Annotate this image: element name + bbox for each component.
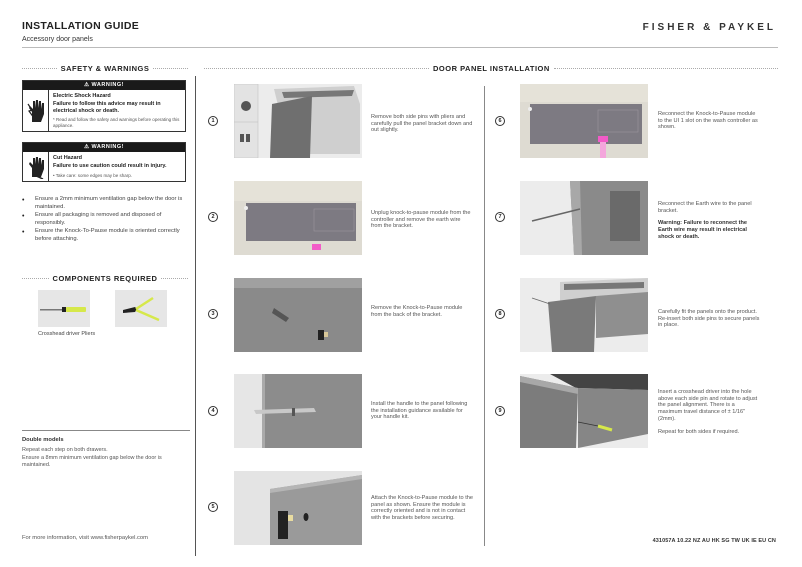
divider [22,430,190,431]
step-1-text: Remove both side pins with pliers and ca… [371,114,473,134]
list-item: Ensure all packaging is removed and disp… [22,212,188,228]
step-number: 9 [495,406,505,416]
warning-electric-shock: ⚠ WARNING! Electric Shock Hazard Failure… [22,80,186,133]
components-heading: COMPONENTS REQUIRED [22,274,188,283]
safety-bullet-list: Ensure a 2mm minimum ventilation gap bel… [22,196,188,244]
list-item: Ensure a 2mm minimum ventilation gap bel… [22,196,188,212]
brand-logo: FISHER & PAYKEL [642,22,776,33]
step-3-text: Remove the Knock-to-Pause module from th… [371,305,463,318]
step-7-text: Reconnect the Earth wire to the panel br… [658,201,760,241]
step-number: 3 [208,309,218,319]
step-6-image [520,84,648,158]
step-8-image [520,278,648,352]
step-9-text: Insert a crosshead driver into the hole … [658,389,760,435]
divider-dots [153,68,189,69]
step-4-text: Install the handle to the panel followin… [371,401,468,421]
safety-heading: SAFETY & WARNINGS [22,64,189,73]
step-9-extra: Repeat for both sides if required. [658,428,740,435]
divider-dots [161,278,188,279]
divider-dots [204,68,429,69]
step-number: 4 [208,406,218,416]
step-2-text: Unplug knock-to-pause module from the co… [371,210,471,230]
step-number: 7 [495,212,505,222]
installation-heading: DOOR PANEL INSTALLATION [204,64,778,73]
step-2-image [234,181,362,255]
warning-bar: ⚠ WARNING! [23,143,185,152]
column-divider [195,76,196,556]
step-5-image [234,471,362,545]
step-7-image [520,181,648,255]
step-4-image [234,374,362,448]
list-item: Ensure the Knock-To-Pause module is orie… [22,228,188,244]
step-7-warning: Warning: Failure to reconnect the Earth … [658,220,747,240]
step-5-text: Attach the Knock-to-Pause module to the … [371,495,473,522]
double-models-line: Ensure a 8mm minimum ventilation gap bel… [22,455,162,468]
step-3-image [234,278,362,352]
warning-cut-hazard: ⚠ WARNING! Cut Hazard Failure to use cau… [22,142,186,183]
footer-info: For more information, visit www.fisherpa… [22,535,148,541]
electric-shock-hand-icon [23,90,49,132]
divider-dots [22,68,57,69]
step-number: 8 [495,309,505,319]
double-models-line: Repeat each step on both drawers. [22,447,108,453]
pliers-icon [115,290,167,327]
column-divider [484,86,485,546]
warning-bar: ⚠ WARNING! [23,81,185,90]
double-models-title: Double models [22,437,64,443]
step-6-text: Reconnect the Knock-to-Pause module to t… [658,111,758,131]
divider-dots [553,68,778,69]
step-number: 6 [495,116,505,126]
step-number: 2 [208,212,218,222]
step-1-image [234,84,362,158]
step-9-image [520,374,648,448]
page-subtitle: Accessory door panels [22,36,93,43]
header-divider [22,47,778,48]
document-code: 431057A 10.22 NZ AU HK SG TW UK IE EU CN [652,538,776,544]
step-number: 5 [208,502,218,512]
step-number: 1 [208,116,218,126]
divider-dots [22,278,49,279]
page-title: INSTALLATION GUIDE [22,20,140,32]
cut-hand-icon [23,152,49,182]
screwdriver-icon [38,290,90,327]
components-caption: Crosshead driver Pliers [38,331,96,337]
step-8-text: Carefully fit the panels onto the produc… [658,309,760,329]
